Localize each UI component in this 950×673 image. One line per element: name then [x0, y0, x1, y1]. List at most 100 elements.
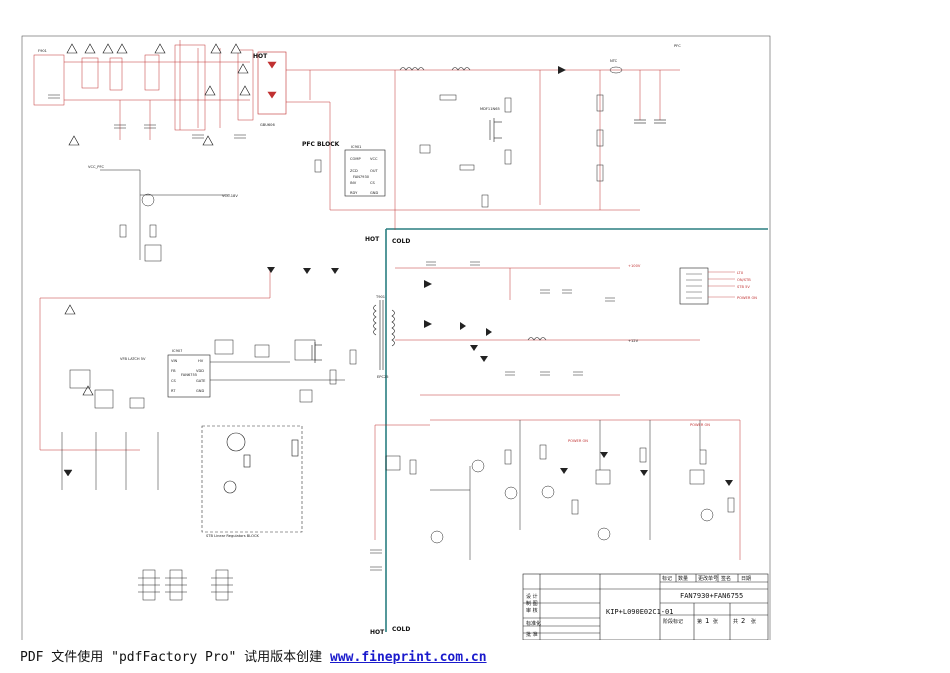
stb-transistor	[223, 432, 299, 494]
svg-text:OUT: OUT	[370, 169, 378, 173]
svg-text:HV: HV	[198, 359, 204, 363]
svg-text:GND: GND	[370, 191, 378, 195]
svg-text:FB: FB	[171, 369, 176, 373]
label-xfmr: T901	[375, 295, 385, 299]
label-mosfet: MDF11N65	[480, 107, 500, 111]
output-connector	[679, 267, 735, 305]
tb-header-date: 日期	[741, 576, 751, 582]
tb-row-check: 审 核	[526, 607, 538, 614]
svg-text:第: 第	[697, 618, 702, 625]
svg-text:GATE: GATE	[196, 379, 206, 383]
pfc-mosfet	[489, 118, 502, 142]
y-capacitor	[370, 549, 382, 571]
pfc-inductor	[399, 67, 471, 71]
tb-sheet-number: 第 1 张	[697, 617, 718, 625]
label-ltx: LTX	[737, 271, 744, 275]
label-cold-mid: COLD	[392, 238, 410, 245]
hot-left-chain	[39, 270, 271, 451]
svg-text:CS: CS	[370, 181, 376, 185]
label-vfb: VFB LATCH 5V	[120, 357, 146, 361]
tb-header-sign: 签名	[721, 575, 731, 582]
label-ntc: NTC	[610, 59, 618, 63]
svg-text:1: 1	[705, 617, 709, 625]
svg-text:GND: GND	[196, 389, 204, 393]
main-transformer	[373, 300, 395, 370]
emi-filter-block	[33, 40, 254, 140]
label-fuse: F901	[38, 49, 47, 53]
label-stb5v: STB 5V	[737, 285, 750, 289]
svg-text:IC901: IC901	[351, 145, 361, 149]
svg-text:VCC: VCC	[370, 157, 378, 161]
hot-ground-caps	[61, 432, 159, 490]
svg-text:VIN: VIN	[171, 359, 178, 363]
label-transformer: EPC25	[377, 375, 389, 379]
svg-text:张: 张	[751, 618, 756, 625]
pfc-divider	[596, 94, 604, 182]
pfc-misc-parts	[314, 94, 512, 208]
label-ic-pwm: FAN6755	[181, 373, 197, 377]
label-power-on-2: POWER ON	[568, 439, 588, 443]
label-hot-top: HOT	[253, 53, 268, 60]
label-hot-bottom: HOT	[370, 629, 385, 636]
svg-text:共: 共	[733, 618, 738, 625]
svg-text:2: 2	[741, 617, 745, 625]
footer-text: PDF 文件使用 "pdfFactory Pro" 试用版本创建	[20, 650, 331, 665]
tb-part-number: KIP+L090E02C1-01	[606, 608, 673, 616]
tb-header-count: 数量	[678, 575, 688, 582]
svg-text:张: 张	[713, 618, 718, 625]
pwm-controller: IC907 VIN HV FB VDD CS GATE RT GND	[167, 349, 211, 398]
svg-text:CS: CS	[171, 379, 177, 383]
main-mosfet	[311, 342, 322, 363]
label-power-on: POWER ON	[737, 296, 757, 300]
heatsink-parts	[138, 569, 233, 601]
secondary-diodes	[424, 280, 492, 362]
svg-text:ZCD: ZCD	[350, 169, 358, 173]
output-inductor	[527, 337, 547, 341]
svg-text:RDY: RDY	[350, 191, 358, 195]
svg-text:INV: INV	[350, 181, 357, 185]
label-hot-mid: HOT	[365, 236, 380, 243]
warning-icons	[64, 43, 251, 396]
label-vcc-18v: VCC-18V	[222, 194, 238, 198]
stb-regulator-block	[201, 425, 303, 533]
svg-text:VDD: VDD	[196, 369, 204, 373]
pfc-fuse	[609, 66, 623, 74]
label-12v: +12V	[628, 339, 639, 343]
label-100v: +100V	[628, 264, 641, 268]
tb-stage: 阶段标记	[663, 618, 683, 625]
label-pfc-block: PFC BLOCK	[302, 141, 340, 148]
svg-text:IC907: IC907	[172, 349, 182, 353]
hv-rail	[286, 69, 680, 230]
label-bridge: GBU606	[260, 123, 275, 127]
bulk-caps	[634, 119, 666, 124]
vcc-regulator	[100, 169, 230, 262]
tb-header-doc: 更改单号	[698, 575, 718, 582]
label-on-stb: ON/STB	[737, 278, 751, 282]
secondary-caps	[426, 261, 615, 376]
title-block	[522, 573, 769, 640]
label-pfc: PFC	[674, 44, 681, 48]
tb-model: FAN7930+FAN6755	[680, 592, 743, 600]
pfc-controller: IC901 COMP VCC ZCD OUT INV CS RDY GND	[344, 145, 386, 197]
tb-header-mark: 标记	[662, 575, 672, 582]
pwm-support-parts	[69, 339, 357, 409]
label-stb-block: STB Linear Regulators BLOCK	[206, 534, 259, 538]
footer-link[interactable]: www.fineprint.com.cn	[330, 650, 487, 665]
sheet-border	[21, 35, 771, 640]
emi-caps	[48, 94, 246, 139]
hot-zener-diodes	[267, 267, 339, 274]
svg-text:RT: RT	[171, 389, 176, 393]
tb-total-sheets: 共 2 张	[733, 617, 756, 625]
cold-zener-diodes	[560, 452, 733, 486]
pfc-diode	[558, 66, 566, 74]
tb-row-approve: 批 准	[526, 631, 538, 638]
label-vcc-pfc: VCC_PFC	[88, 165, 105, 169]
label-ic-pfc: FAN7930	[353, 175, 370, 179]
label-power-on-3: POWER ON	[690, 423, 710, 427]
feedback-network	[385, 420, 735, 560]
tb-row-design: 设 计	[526, 593, 538, 600]
secondary-rails	[374, 267, 741, 560]
tb-row-draw: 制 图	[526, 600, 538, 607]
svg-text:COMP: COMP	[350, 157, 361, 161]
tb-row-std: 标准化	[526, 620, 541, 627]
